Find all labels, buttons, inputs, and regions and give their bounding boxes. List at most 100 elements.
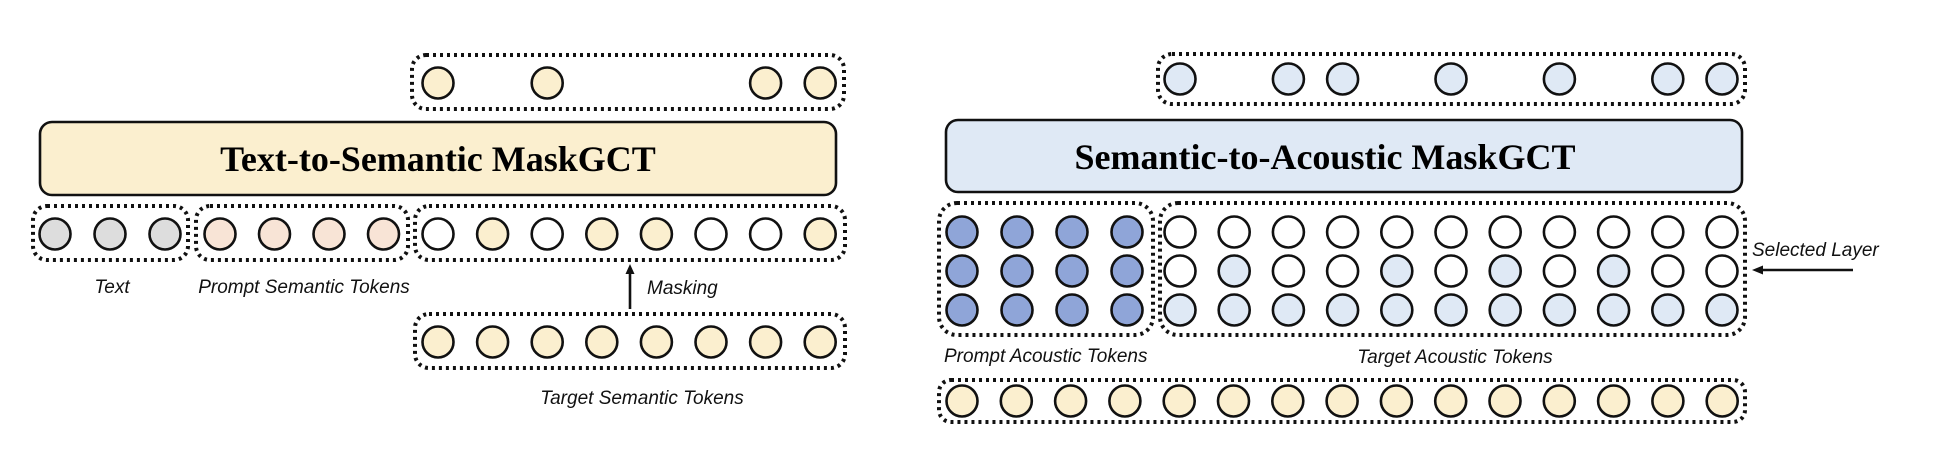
predicted-semantic-token [803, 66, 838, 100]
s2a-panel: Semantic-to-Acoustic MaskGCT Prompt Acou… [937, 52, 1879, 424]
predicted-acoustic-token [1542, 62, 1577, 96]
target-semantic-token [530, 325, 565, 359]
masked-acoustic-token [1325, 254, 1360, 288]
unmasked-semantic-token [639, 217, 674, 251]
masked-semantic-token [530, 217, 565, 251]
prompt-acoustic-token [945, 215, 979, 249]
masked-semantic-token [421, 217, 455, 251]
prompt-acoustic-token [1000, 293, 1034, 327]
masked-acoustic-token [1271, 215, 1306, 249]
prompt-acoustic-token [1055, 215, 1089, 249]
text-label: Text [94, 277, 130, 298]
masked-acoustic-token [1651, 215, 1685, 249]
target-semantic-label: Target Semantic Tokens [540, 388, 744, 409]
s2a-module-title: Semantic-to-Acoustic MaskGCT [1075, 137, 1576, 177]
prompt-acoustic-token [1000, 215, 1034, 249]
s2a-output-group [1156, 52, 1747, 106]
prompt-acoustic-token [1000, 254, 1034, 288]
masked-target-group [413, 204, 847, 262]
prompt-acoustic-token [1110, 254, 1144, 288]
masked-acoustic-token [1705, 215, 1739, 249]
target-semantic-token [475, 325, 510, 359]
masked-acoustic-token [1596, 215, 1631, 249]
prompt-acoustic-token [945, 254, 979, 288]
masked-semantic-token [748, 217, 783, 251]
predicted-acoustic-token [1705, 62, 1739, 96]
masked-acoustic-token [1217, 215, 1251, 249]
unmasked-acoustic-token [1217, 254, 1251, 288]
unmasked-acoustic-token [1596, 254, 1631, 288]
target-semantic-token [694, 325, 728, 359]
predicted-acoustic-token [1434, 62, 1468, 96]
prompt-acoustic-token [1110, 293, 1144, 327]
masked-semantic-token [694, 217, 728, 251]
semantic-condition-token [1379, 384, 1414, 418]
predicted-acoustic-token [1325, 62, 1360, 96]
unmasked-acoustic-token [1542, 293, 1577, 327]
masked-acoustic-token [1434, 215, 1468, 249]
predicted-semantic-token [421, 66, 455, 100]
unmasked-acoustic-token [1380, 293, 1414, 327]
semantic-condition-token [1488, 384, 1522, 418]
masking-arrow [625, 264, 635, 309]
semantic-condition-token [1271, 384, 1305, 418]
masked-acoustic-token [1380, 215, 1414, 249]
target-semantic-token [421, 325, 455, 359]
target-semantic-token [748, 325, 783, 359]
target-semantic-token [639, 325, 674, 359]
prompt-semantic-token [366, 217, 401, 251]
unmasked-acoustic-token [1380, 254, 1414, 288]
target-semantic-group [413, 312, 847, 370]
t2s-output-group [410, 53, 846, 111]
t2s-module-title: Text-to-Semantic MaskGCT [220, 139, 656, 179]
prompt-acoustic-token [945, 293, 979, 327]
masked-acoustic-token [1705, 254, 1739, 288]
target-acoustic-label: Target Acoustic Tokens [1357, 347, 1553, 368]
selected-layer-arrow [1752, 265, 1853, 275]
t2s-panel: Text-to-Semantic MaskGCT Text Prompt Sem… [31, 53, 847, 409]
semantic-condition-token [999, 384, 1034, 418]
target-semantic-token [803, 325, 838, 359]
predicted-semantic-token [748, 66, 783, 100]
unmasked-acoustic-token [1163, 293, 1197, 327]
predicted-semantic-token [530, 66, 565, 100]
semantic-condition-group [937, 378, 1747, 424]
s2a-output-tokens [1163, 62, 1739, 96]
semantic-condition-token [1053, 384, 1088, 418]
semantic-condition-tokens [945, 384, 1739, 418]
prompt-acoustic-token [1110, 215, 1144, 249]
masked-acoustic-token [1488, 215, 1522, 249]
semantic-condition-token [1705, 384, 1739, 418]
text-token [38, 217, 72, 251]
prompt-semantic-token [203, 217, 237, 251]
text-token [93, 217, 127, 251]
unmasked-acoustic-token [1596, 293, 1631, 327]
unmasked-acoustic-token [1651, 293, 1685, 327]
semantic-condition-token [1596, 384, 1631, 418]
semantic-condition-token [945, 384, 979, 418]
unmasked-acoustic-token [1488, 293, 1522, 327]
semantic-condition-token [1542, 384, 1577, 418]
semantic-condition-token [1433, 384, 1468, 418]
unmasked-acoustic-token [1325, 293, 1360, 327]
masked-acoustic-token [1542, 215, 1577, 249]
target-semantic-tokens [421, 325, 838, 359]
selected-layer-label: Selected Layer [1752, 240, 1879, 261]
prompt-semantic-group [194, 204, 410, 262]
prompt-acoustic-token [1055, 293, 1089, 327]
prompt-acoustic-group [937, 201, 1155, 337]
prompt-semantic-label: Prompt Semantic Tokens [198, 277, 410, 298]
masked-acoustic-token [1163, 215, 1197, 249]
unmasked-acoustic-token [1271, 293, 1306, 327]
unmasked-acoustic-token [1705, 293, 1739, 327]
text-token [148, 217, 182, 251]
masked-acoustic-token [1434, 254, 1468, 288]
predicted-acoustic-token [1163, 62, 1197, 96]
prompt-semantic-tokens [203, 217, 401, 251]
masked-acoustic-token [1325, 215, 1360, 249]
predicted-acoustic-token [1651, 62, 1685, 96]
masked-acoustic-token [1163, 254, 1197, 288]
prompt-acoustic-tokens [945, 215, 1144, 327]
unmasked-semantic-token [584, 217, 619, 251]
masked-acoustic-token [1271, 254, 1306, 288]
